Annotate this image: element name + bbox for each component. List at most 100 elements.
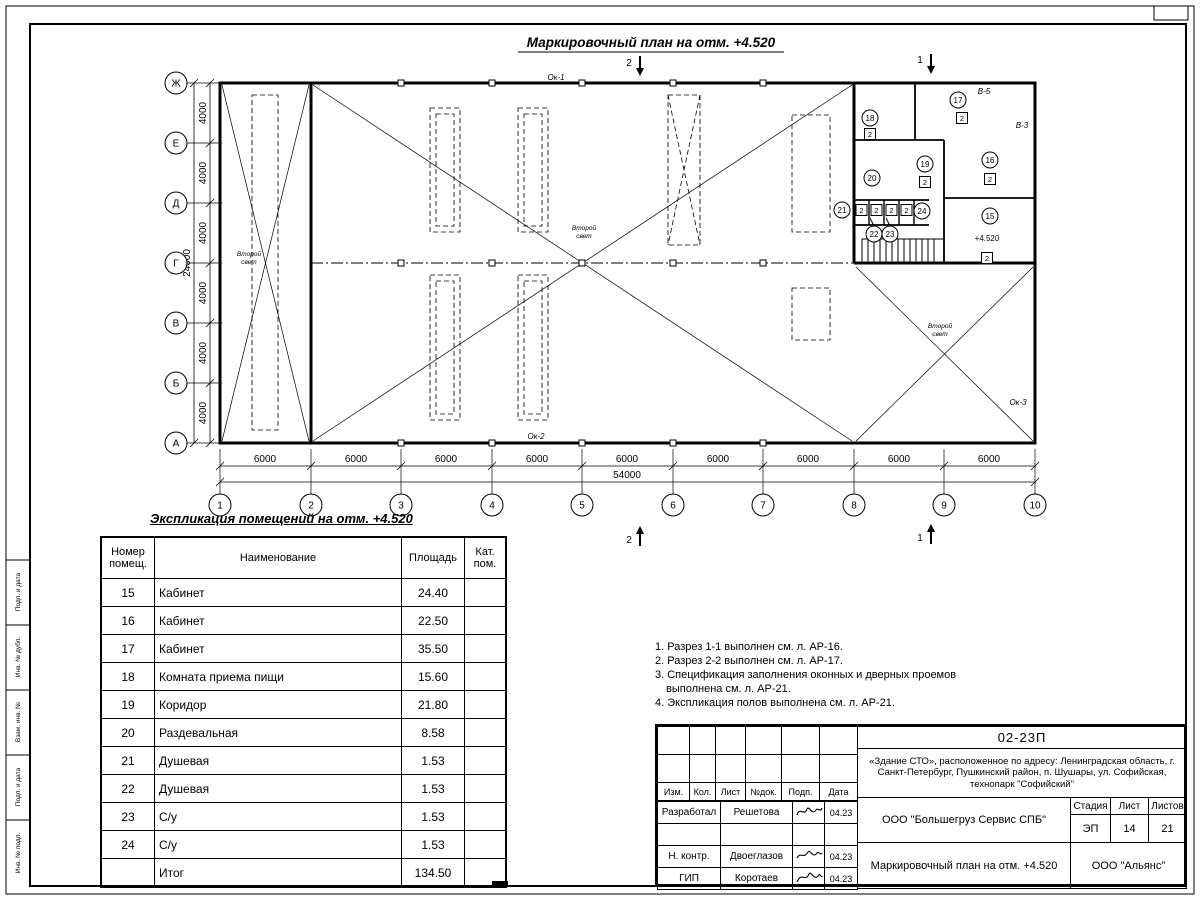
signature [792,801,825,824]
stairs [861,238,945,264]
contractor-name: ООО "Альянс" [1069,842,1188,889]
empty-cell [745,754,782,783]
floor-type-marks: 2 2 2 2 2 2 2 2 2 [855,112,996,264]
elevation-mark: +4.520 [975,234,1000,243]
room-name: С/у [154,802,402,831]
stage-value: ЭП [1070,814,1111,843]
axis-col-label: 8 [851,501,857,512]
room-name: Раздевальная [154,718,402,747]
second-light-label: свет [241,259,257,266]
room-cat [464,718,507,747]
roles-table: Разработал Решетова 04.23 Н. контр. Двое… [657,801,858,890]
axis-row-label: Д [173,199,180,210]
empty-cell [819,754,858,783]
room-number-16: 16 [986,156,995,165]
section-mark-2-top: 2 [626,58,632,69]
note-2: 2. Разрез 2-2 выполнен см. л. АР-17. [655,655,843,667]
margin-label: Взам. инв. № [15,702,22,742]
dim-4000: 4000 [198,281,209,304]
document-number: 02-23П [856,726,1188,749]
dim-4000: 4000 [198,401,209,424]
empty-cell [657,726,690,755]
room-bubbles [833,91,999,243]
axis-labels: Ж Е Д Г В Б А 1 2 3 4 5 6 7 8 9 10 [171,79,1041,512]
floor-mark: 2 [868,130,872,139]
room-numbers: 15 16 17 18 19 20 21 22 23 24 [838,96,995,239]
axis-col-label: 4 [489,501,495,512]
role-label [657,823,721,846]
dim-6000: 6000 [978,454,1001,465]
change-header-list: Лист [715,782,746,801]
axis-row-label: Е [173,139,180,150]
room-num: 19 [100,690,155,719]
room-cat [464,634,507,663]
signature-empty [792,823,825,846]
notes: 1. Разрез 1-1 выполнен см. л. АР-16. 2. … [655,640,965,710]
dim-6000: 6000 [888,454,911,465]
note-4: 4. Экспликация полов выполнена см. л. АР… [655,697,895,709]
room-area: 15.60 [401,662,465,691]
second-light-label: свет [932,331,948,338]
floor-mark: 2 [889,206,893,215]
room-name: Душевая [154,746,402,775]
axis-bubbles [164,71,1047,517]
axis-row-label: В [173,319,180,330]
room-num: 22 [100,774,155,803]
column-markers [397,79,767,447]
sheets-value: 21 [1147,814,1188,843]
stage-label: Стадия [1070,797,1111,815]
floor-mark: 2 [960,114,964,123]
empty-cell [689,726,716,755]
room-number-21: 21 [838,206,847,215]
second-light-label: Второй [928,322,953,330]
room-number-22: 22 [870,230,879,239]
room-number-18: 18 [866,114,875,123]
room-cat [464,690,507,719]
change-header-izm: Изм. [657,782,690,801]
dim-6000: 6000 [616,454,639,465]
axis-col-label: 1 [217,501,223,512]
empty-cell [745,726,782,755]
role-date: 04.23 [824,867,858,890]
floor-mark: 2 [874,206,878,215]
dim-4000: 4000 [198,221,209,244]
empty-cell [657,754,690,783]
floor-mark: 2 [923,178,927,187]
room-num: 20 [100,718,155,747]
margin-label: Подп. и дата [15,572,22,611]
section-marks: 2 1 2 1 [626,54,935,546]
change-header-doc: №док. [745,782,782,801]
vent-mark-v3: В-3 [1016,121,1029,130]
signature [792,867,825,890]
room-cat [464,802,507,831]
dim-6000: 6000 [435,454,458,465]
room-cat [464,858,507,888]
role-date: 04.23 [824,845,858,868]
dim-total-h: 54000 [613,470,641,481]
room-area: 1.53 [401,746,465,775]
col-header-name: Наименование [154,536,402,579]
sheet-label: Лист [1110,797,1149,815]
axis-col-label: 3 [398,501,404,512]
room-number-20: 20 [868,174,877,183]
change-header-podp: Подп. [781,782,820,801]
role-label: ГИП [657,867,721,890]
room-cat [464,662,507,691]
room-cat [464,774,507,803]
dim-4000: 4000 [198,101,209,124]
note-3: 3. Спецификация заполнения оконных и две… [655,669,957,695]
room-number-17: 17 [954,96,963,105]
room-number-15: 15 [986,212,995,221]
role-name: Решетова [720,801,793,824]
window-mark-ok1: Ок-1 [547,73,564,82]
role-row: Разработал Решетова 04.23 [657,801,858,824]
room-number-19: 19 [921,160,930,169]
empty-cell [781,726,820,755]
